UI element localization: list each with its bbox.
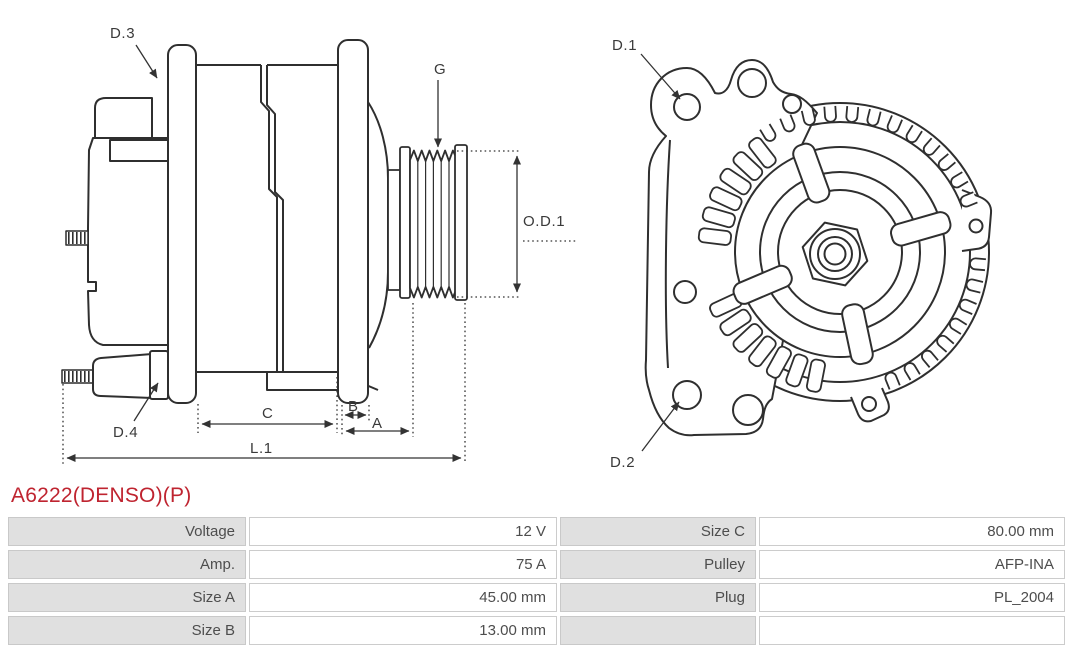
rear-view-callouts [640,53,681,452]
mounting-hole-upper-small [782,94,802,114]
spec-label-size-c: Size C [560,517,756,546]
terminal-stud-upper [65,230,89,246]
side-view-dimensions [62,44,578,464]
spec-label-plug: Plug [560,583,756,612]
mounting-holes [672,68,802,426]
callout-line-d1 [640,53,681,100]
label-d1: D.1 [612,37,637,54]
spec-value-size-c: 80.00 mm [759,517,1065,546]
spec-value-size-b: 13.00 mm [249,616,557,645]
rear-housing [87,97,169,346]
mounting-hole-mid [673,280,697,304]
label-b: B [348,398,359,415]
stator-body [196,64,338,391]
callout-line-d4 [133,382,159,422]
label-d4: D.4 [113,424,138,441]
plug-connector [92,350,169,400]
callout-line-d3 [135,44,158,79]
label-a: A [372,415,383,432]
spec-value-size-a: 45.00 mm [249,583,557,612]
label-d3: D.3 [110,25,135,42]
mounting-hole-d2 [672,380,702,410]
callout-line-d2 [641,401,680,452]
pulley-groove-lines [417,158,450,290]
mounting-arm-inner-edge [664,139,671,369]
mounting-ear-rear [337,39,369,404]
spec-label-empty [560,616,756,645]
shaft-nut [801,221,869,287]
mounting-hole-upper-large [737,68,767,98]
part-number-link[interactable]: A6222(DENSO)(P) [11,484,192,507]
label-l1: L.1 [250,440,273,457]
face-circle-boss [777,189,903,315]
rear-view-labels: D.1 D.2 [610,37,637,471]
pulley [399,144,468,301]
spec-label-voltage: Voltage [8,517,246,546]
label-od1: O.D.1 [523,213,565,230]
label-c: C [262,405,273,422]
technical-drawing: D.3 D.4 G O.D.1 C B A L.1 [61,25,993,471]
label-d2: D.2 [610,454,635,471]
spec-label-size-b: Size B [8,616,246,645]
label-g: G [434,61,446,78]
spec-value-pulley: AFP-INA [759,550,1065,579]
mounting-hole-lower-large [732,394,764,426]
shaft-collar [387,169,401,291]
extension-lines [62,150,578,464]
mounting-hole-d1 [673,93,701,121]
alternator-side-view [61,39,468,404]
spec-value-voltage: 12 V [249,517,557,546]
spec-label-size-a: Size A [8,583,246,612]
spec-value-amp: 75 A [249,550,557,579]
side-view-labels: D.3 D.4 G O.D.1 C B A L.1 [110,25,565,457]
face-circle-mid [759,171,921,333]
spec-label-pulley: Pulley [560,550,756,579]
bottom-tab [850,387,890,423]
spec-table: Voltage 12 V Size C 80.00 mm Amp. 75 A P… [8,517,1065,645]
terminal-stud-lower [61,369,94,384]
mounting-ear-front [167,44,197,404]
spec-label-amp: Amp. [8,550,246,579]
spec-value-empty [759,616,1065,645]
spec-value-plug: PL_2004 [759,583,1065,612]
alternator-rear-view [644,59,993,437]
